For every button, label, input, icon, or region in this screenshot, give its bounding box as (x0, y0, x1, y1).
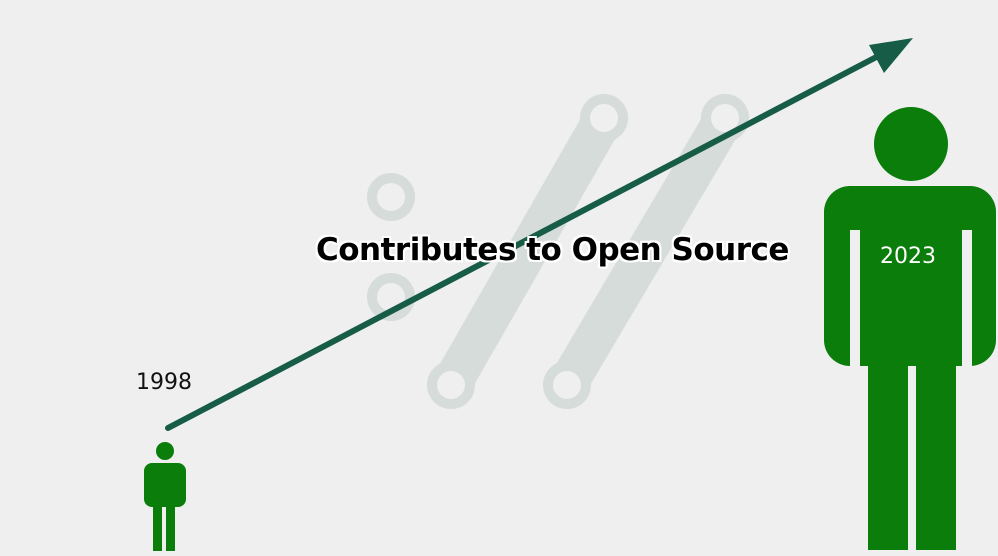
git-branch-icon (367, 94, 749, 409)
person-icon (824, 107, 996, 550)
start-year-label: 1998 (136, 370, 192, 395)
slide-title: Contributes to Open Source (316, 232, 789, 268)
end-year-label: 2023 (880, 244, 936, 269)
growth-arrow-icon (165, 38, 913, 431)
person-icon (144, 442, 186, 551)
